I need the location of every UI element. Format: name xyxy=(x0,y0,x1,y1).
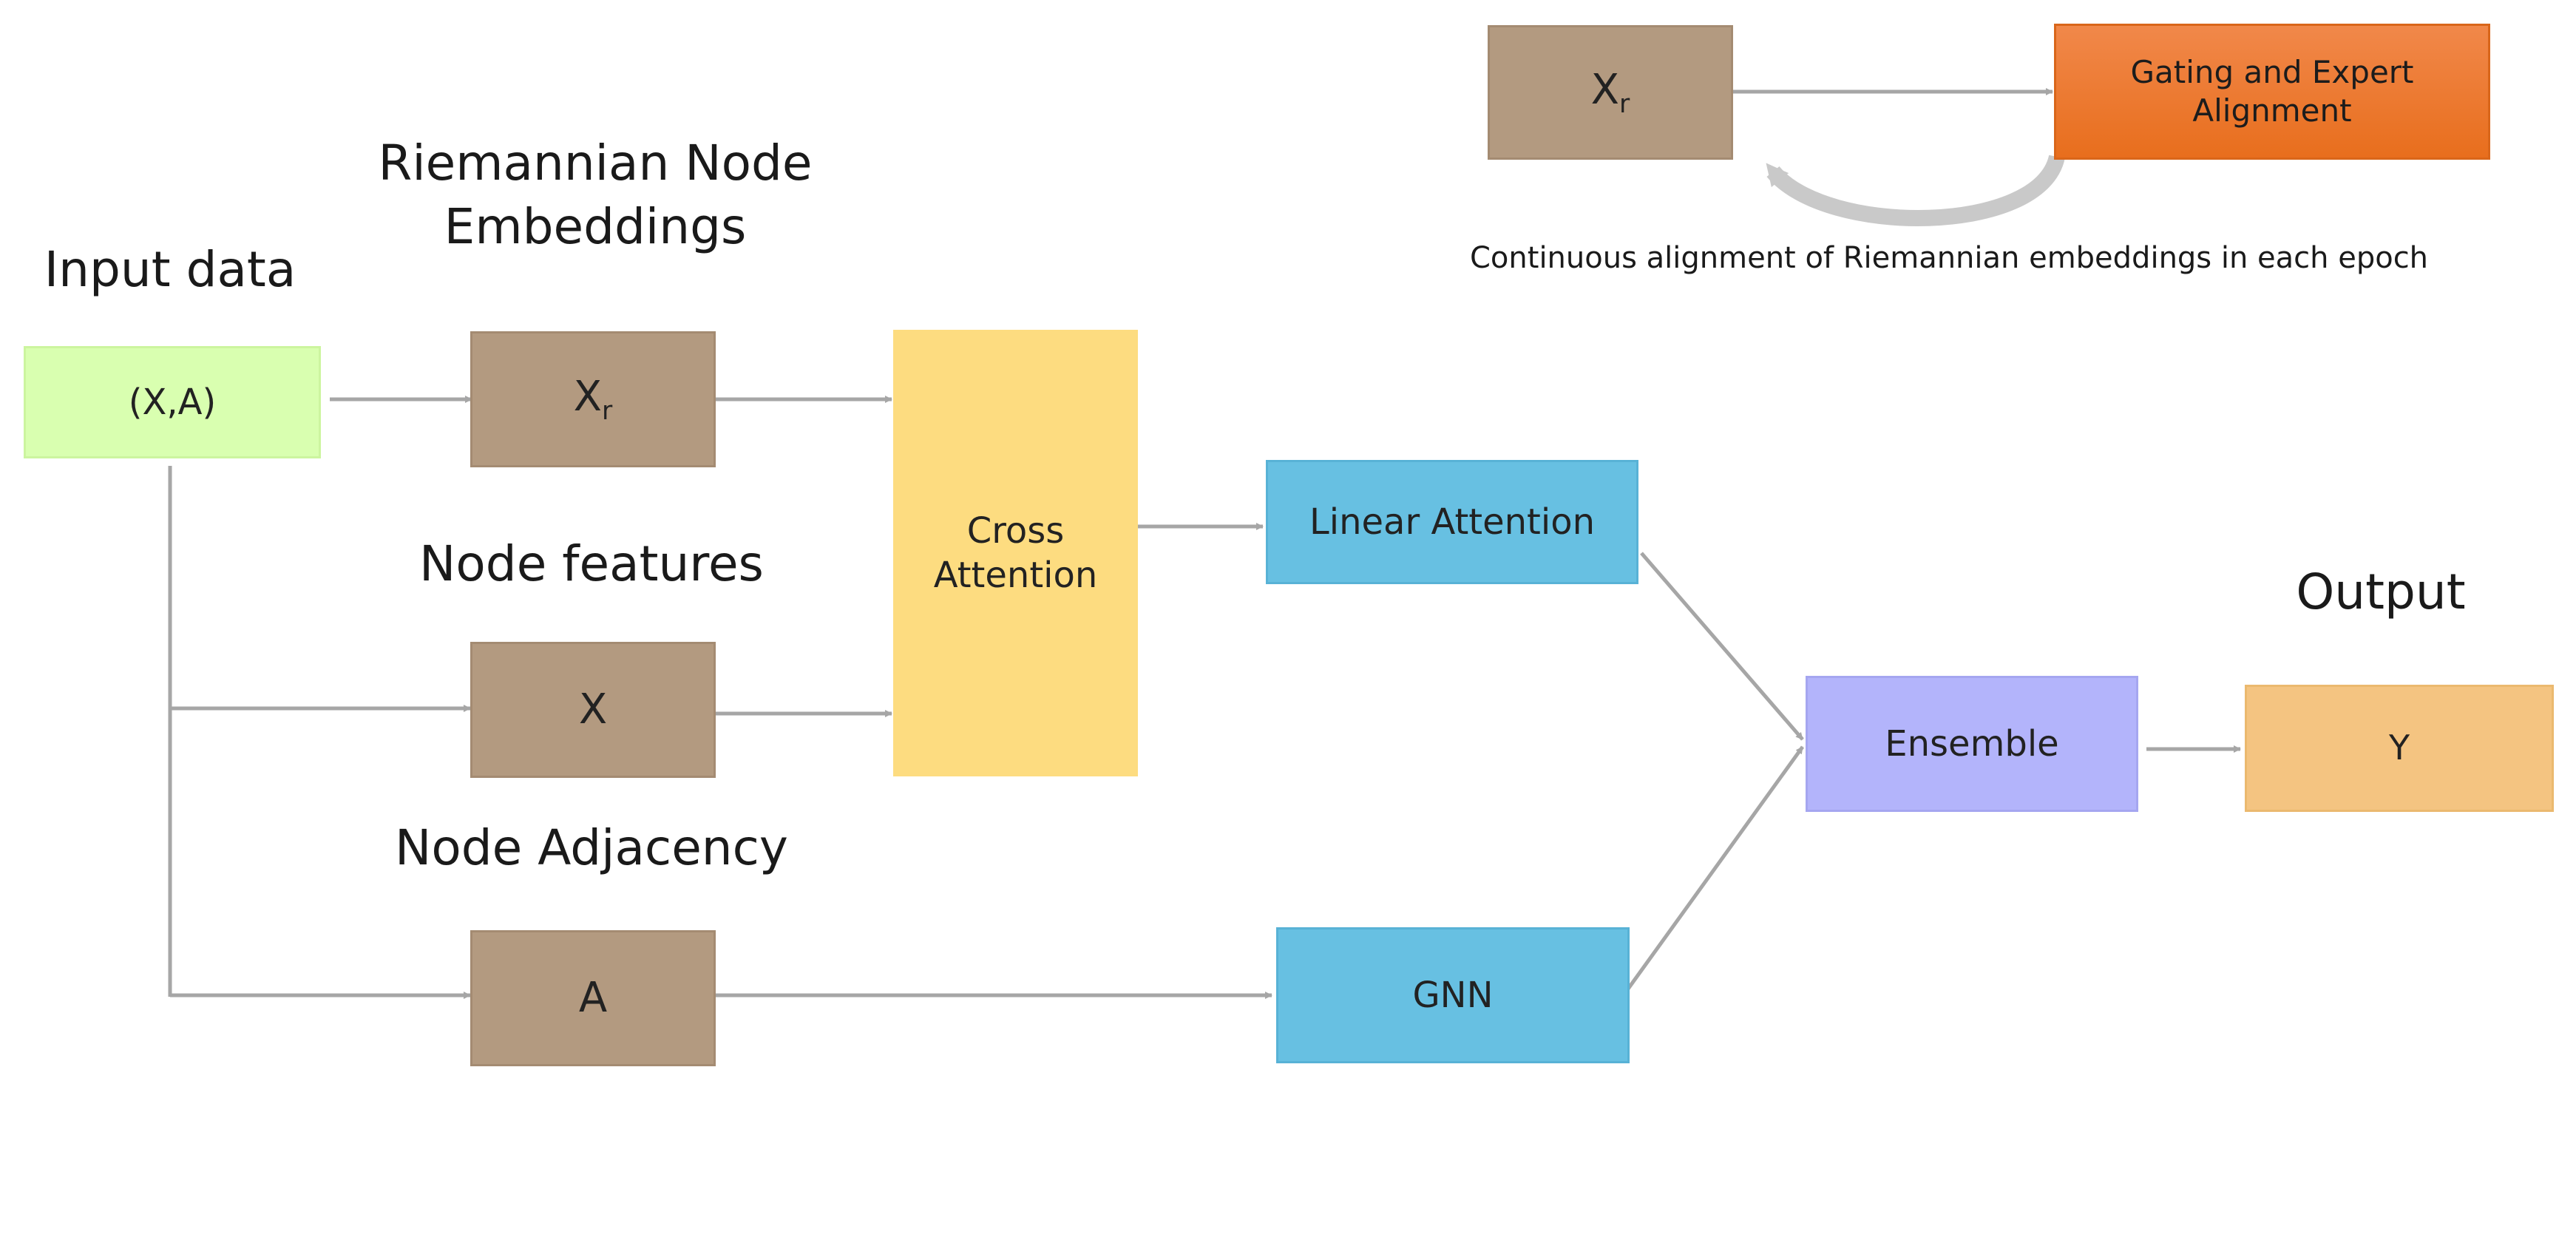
gating-expert-alignment-box: Gating and Expert Alignment xyxy=(2054,24,2490,160)
gnn-label: GNN xyxy=(1412,975,1494,1016)
label-input-data: Input data xyxy=(44,241,296,298)
ensemble-label: Ensemble xyxy=(1885,723,2059,765)
arrow-linear-to-ensemble xyxy=(1640,552,1804,741)
x-symbol: X xyxy=(578,685,608,734)
label-node-features: Node features xyxy=(419,535,764,592)
a-symbol: A xyxy=(578,974,608,1022)
gating-label: Gating and Expert Alignment xyxy=(2130,53,2414,129)
label-output: Output xyxy=(2296,563,2466,620)
alignment-feedback-arrow xyxy=(1766,154,2065,226)
xr-symbol: Xr xyxy=(573,372,613,426)
label-riemannian-node-embeddings: Riemannian Node Embeddings xyxy=(378,135,813,255)
arrow-gnn-to-ensemble xyxy=(1624,745,1805,992)
label-node-adjacency: Node Adjacency xyxy=(395,819,788,876)
gnn-box: GNN xyxy=(1276,927,1630,1063)
alignment-caption: Continuous alignment of Riemannian embed… xyxy=(1470,241,2429,275)
y-symbol: Y xyxy=(2388,728,2410,768)
input-data-text: (X,A) xyxy=(128,382,217,423)
linear-attention-label: Linear Attention xyxy=(1309,501,1595,543)
riemannian-embedding-box: Xr xyxy=(470,331,716,467)
legend-xr-box: Xr xyxy=(1488,25,1733,160)
cross-attention-label: Cross Attention xyxy=(933,510,1098,596)
input-data-box: (X,A) xyxy=(24,346,321,458)
ensemble-box: Ensemble xyxy=(1806,676,2138,812)
cross-attention-box: Cross Attention xyxy=(893,330,1138,776)
node-adjacency-box: A xyxy=(470,930,716,1066)
linear-attention-box: Linear Attention xyxy=(1266,460,1638,584)
legend-xr-symbol: Xr xyxy=(1590,65,1630,119)
node-features-box: X xyxy=(470,642,716,778)
output-y-box: Y xyxy=(2245,685,2554,812)
